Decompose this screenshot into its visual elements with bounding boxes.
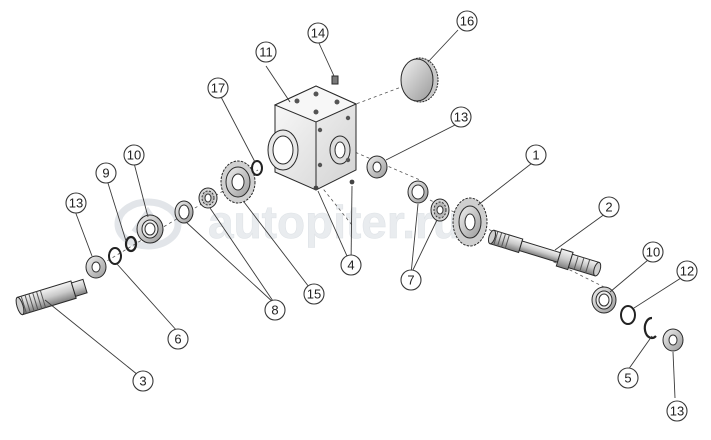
- callout-5: 5: [617, 367, 639, 389]
- part-12-ring: [620, 305, 636, 325]
- part-14-plug: [331, 75, 339, 85]
- callout-12-label: 12: [680, 264, 694, 279]
- part-11-gearbox-housing: [267, 85, 358, 191]
- part-7-bearing-cup: [407, 180, 429, 204]
- callout-15: 15: [303, 283, 325, 305]
- part-16-cover: [400, 57, 439, 103]
- callout-17-label: 17: [211, 81, 225, 96]
- callout-1: 1: [525, 144, 547, 166]
- callout-3-label: 3: [139, 374, 146, 389]
- callout-13-right-label: 13: [670, 404, 684, 419]
- callout-1-label: 1: [532, 148, 539, 163]
- callout-8: 8: [264, 299, 286, 321]
- callout-3: 3: [132, 370, 154, 392]
- part-2-output-shaft: [487, 229, 602, 277]
- leader-lines: [44, 29, 682, 399]
- callout-10-left: 10: [123, 144, 145, 166]
- callout-7: 7: [400, 269, 422, 291]
- callout-2: 2: [598, 196, 620, 218]
- watermark: autopiter.ru: [114, 196, 461, 250]
- part-15-bevel-pinion: [220, 160, 256, 204]
- part-10-bearing-left: [136, 214, 164, 244]
- part-3-input-shaft: [15, 278, 88, 316]
- callout-13-middle-label: 13: [454, 110, 468, 125]
- callout-11-label: 11: [259, 45, 273, 60]
- callout-13-middle: 13: [450, 106, 472, 128]
- part-4-bolts: [313, 179, 355, 191]
- part-7-bearing-cone: [430, 198, 450, 222]
- callout-5-label: 5: [624, 371, 631, 386]
- callout-14-label: 14: [311, 26, 325, 41]
- callout-12: 12: [676, 260, 698, 282]
- part-5-snap-ring: [643, 316, 657, 340]
- part-9-ring: [124, 235, 138, 253]
- part-13-washer-middle: [366, 155, 388, 179]
- callout-8-label: 8: [271, 303, 278, 318]
- callout-10-right: 10: [642, 241, 664, 263]
- callout-14: 14: [307, 22, 329, 44]
- callout-4-label: 4: [347, 258, 354, 273]
- callout-15-label: 15: [307, 287, 321, 302]
- callout-9: 9: [95, 162, 117, 184]
- part-8-bearing-cup: [174, 200, 194, 224]
- callout-7-label: 7: [407, 273, 414, 288]
- callout-9-label: 9: [102, 166, 109, 181]
- callout-13-left-label: 13: [69, 196, 83, 211]
- part-6-snap-ring: [108, 247, 122, 265]
- callout-4: 4: [340, 254, 362, 276]
- callout-6: 6: [167, 328, 189, 350]
- part-8-bearing-cone: [198, 187, 218, 209]
- callout-2-label: 2: [605, 200, 612, 215]
- callout-6-label: 6: [174, 332, 181, 347]
- callout-17: 17: [207, 77, 229, 99]
- part-13-washer-right: [662, 328, 684, 352]
- callout-13-left: 13: [65, 192, 87, 214]
- callout-10-left-label: 10: [127, 148, 141, 163]
- callout-16: 16: [456, 10, 478, 32]
- part-10-bearing-right: [591, 286, 617, 314]
- part-13-washer-left: [85, 255, 107, 279]
- callout-10-right-label: 10: [646, 245, 660, 260]
- callout-13-right: 13: [666, 400, 688, 422]
- part-17-ring: [251, 160, 263, 176]
- callout-16-label: 16: [460, 14, 474, 29]
- callout-11: 11: [255, 41, 277, 63]
- watermark-text: autopiter.ru: [208, 196, 461, 248]
- part-1-bevel-gear: [452, 197, 488, 247]
